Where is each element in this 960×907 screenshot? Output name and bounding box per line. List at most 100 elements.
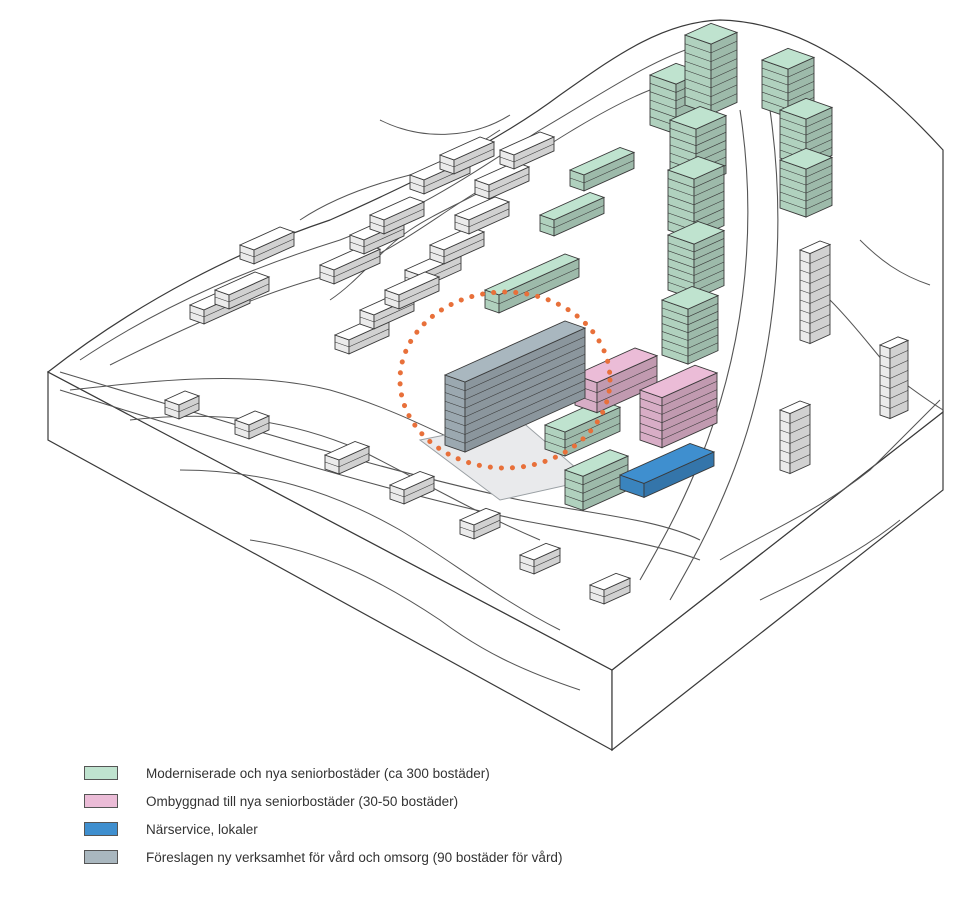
- contour-line: [759, 519, 901, 601]
- floor-line: [789, 444, 811, 454]
- study-area-circle: [397, 289, 613, 471]
- existing-building: [213, 271, 271, 310]
- floor-line: [695, 140, 727, 155]
- building-roof: [666, 156, 726, 180]
- building-roof: [878, 336, 910, 349]
- floor-line: [687, 311, 719, 326]
- floor-line: [693, 261, 725, 276]
- building-roof: [233, 410, 271, 426]
- floor-line: [693, 173, 725, 188]
- floor-line: [779, 117, 807, 128]
- floor-line: [889, 380, 909, 389]
- service-premises: [618, 443, 716, 499]
- floor-line: [468, 208, 510, 228]
- floor-line: [444, 435, 466, 444]
- floor-line: [403, 483, 435, 498]
- existing-building: [368, 196, 426, 235]
- floor-line: [639, 414, 663, 423]
- legend-label: Närservice, lokaler: [146, 821, 258, 837]
- floor-line: [544, 432, 566, 441]
- floor-line: [444, 392, 466, 400]
- floor-line: [789, 424, 811, 434]
- building-roof: [573, 347, 659, 384]
- floor-line: [879, 364, 891, 369]
- floor-line: [669, 144, 697, 155]
- legend-swatch-grey: [84, 850, 118, 864]
- floor-line: [667, 186, 695, 197]
- contour-line: [379, 114, 511, 135]
- floor-line: [805, 189, 833, 202]
- floor-line: [234, 426, 250, 433]
- floor-line: [889, 400, 909, 409]
- floor-line: [684, 95, 712, 106]
- floor-line: [464, 353, 586, 409]
- floor-line: [693, 199, 725, 214]
- floor-line: [439, 161, 455, 168]
- floor-line: [464, 362, 586, 418]
- floor-line: [596, 375, 658, 403]
- floor-line: [498, 267, 580, 305]
- floor-line: [710, 75, 738, 89]
- floor-line: [710, 84, 738, 97]
- floor-line: [649, 91, 677, 102]
- floor-line: [879, 394, 891, 399]
- floor-line: [569, 177, 585, 184]
- floor-line: [661, 406, 718, 432]
- floor-line: [348, 328, 390, 348]
- floor-line: [253, 238, 295, 258]
- floor-line: [459, 526, 475, 533]
- floor-line: [889, 360, 909, 369]
- existing-building: [518, 542, 562, 575]
- building-roof: [660, 286, 720, 310]
- building-roof: [778, 97, 834, 120]
- floor-line: [564, 414, 621, 441]
- floor-line: [799, 329, 811, 334]
- floor-line: [779, 183, 807, 194]
- floor-line: [779, 141, 807, 152]
- floor-line: [429, 251, 445, 258]
- buildings: [163, 22, 910, 605]
- road-edge: [669, 109, 779, 601]
- building-roof: [213, 271, 271, 296]
- building-side: [799, 249, 811, 345]
- building-roof: [458, 507, 502, 526]
- floor-line: [369, 221, 385, 228]
- floor-line: [488, 173, 530, 193]
- floor-line: [761, 91, 789, 102]
- legend-swatch-green: [84, 766, 118, 780]
- floor-line: [805, 197, 833, 210]
- floor-line: [779, 419, 791, 424]
- senior-housing-block: [568, 147, 636, 192]
- floor-line: [661, 389, 718, 415]
- floor-line: [444, 409, 466, 418]
- floor-line: [710, 58, 738, 71]
- floor-line: [667, 242, 695, 253]
- floor-line: [319, 271, 335, 278]
- building-roof: [618, 443, 716, 484]
- existing-building: [238, 226, 296, 265]
- floor-line: [661, 397, 718, 423]
- floor-line: [383, 208, 425, 228]
- floor-line: [761, 75, 789, 86]
- floor-line: [789, 454, 811, 464]
- floor-line: [661, 381, 718, 407]
- floor-line: [444, 418, 466, 427]
- existing-building: [163, 390, 201, 420]
- floor-line: [761, 99, 789, 110]
- floor-line: [889, 370, 909, 379]
- floor-line: [661, 307, 689, 318]
- floor-line: [879, 404, 891, 409]
- floor-line: [661, 346, 689, 357]
- building-roof: [388, 471, 436, 491]
- floor-line: [667, 258, 695, 268]
- floor-line: [667, 266, 695, 276]
- floor-line: [409, 181, 425, 188]
- contour-line: [179, 469, 561, 631]
- floor-line: [596, 365, 658, 393]
- floor-line: [761, 67, 789, 78]
- existing-building: [438, 136, 496, 175]
- floor-line: [799, 319, 811, 324]
- floor-line: [693, 182, 725, 197]
- senior-housing-block: [538, 192, 606, 237]
